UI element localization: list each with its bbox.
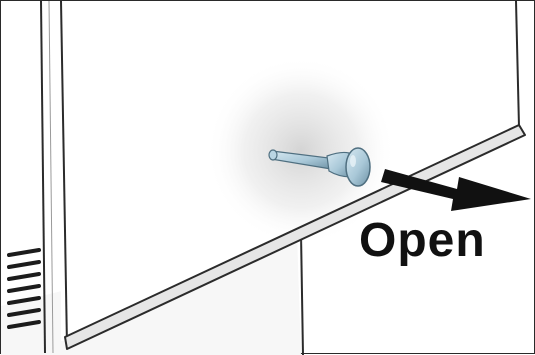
side-frame — [40, 1, 54, 354]
vent-grille — [7, 248, 41, 329]
arrow-right-icon — [381, 169, 531, 211]
open-label: Open — [359, 214, 486, 267]
pull-knob-icon — [268, 147, 371, 187]
